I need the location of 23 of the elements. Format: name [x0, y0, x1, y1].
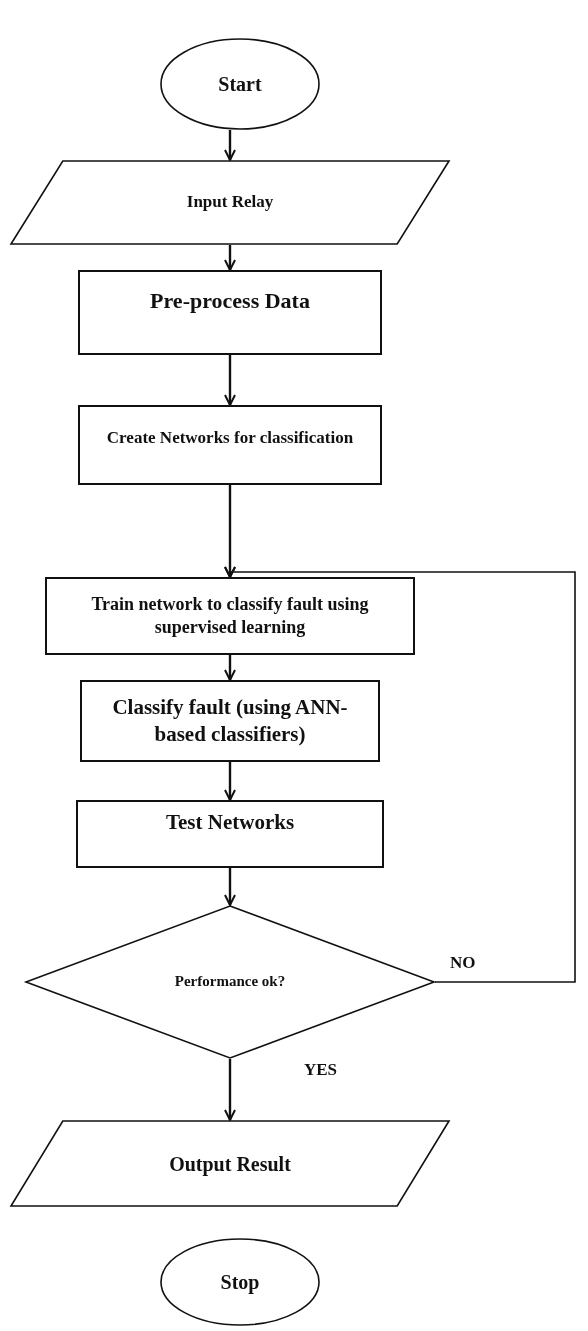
arrow [224, 655, 236, 681]
arrow [224, 566, 576, 983]
process-box [76, 800, 384, 868]
node-text: Classify fault (using ANN-based classifiers) [111, 693, 349, 748]
node-text: Create Networks for classification [106, 426, 354, 449]
node-text: Start [218, 72, 262, 97]
arrow [224, 245, 236, 271]
process-box [78, 405, 382, 485]
arrow [224, 355, 236, 406]
arrow [224, 1059, 236, 1121]
node-text: Stop [220, 1270, 260, 1295]
process-box [78, 270, 382, 355]
arrow [224, 868, 236, 906]
process-box [80, 680, 380, 762]
node-text: Train network to classify fault using supervised learning [90, 592, 370, 639]
node-text: Test Networks [165, 809, 295, 837]
node-text: Output Result [169, 1151, 291, 1177]
node-text: Pre-process Data [150, 287, 310, 316]
arrow [224, 762, 236, 801]
node-text: Performance ok? [174, 972, 286, 992]
process-box [45, 577, 415, 655]
arrow [224, 130, 236, 161]
node-text: Input Relay [186, 191, 274, 214]
